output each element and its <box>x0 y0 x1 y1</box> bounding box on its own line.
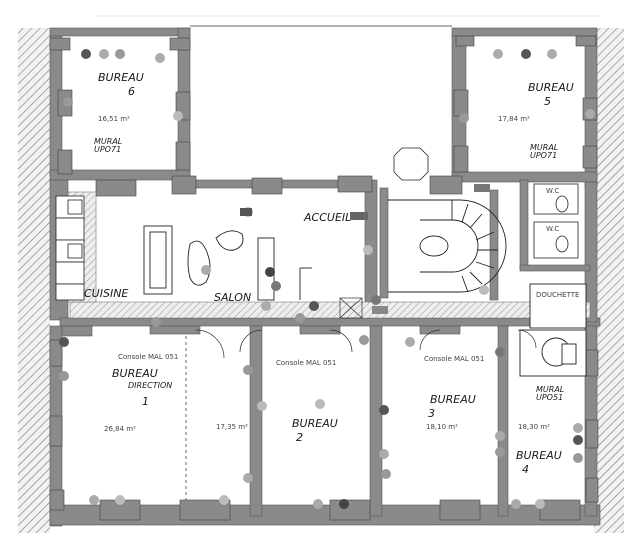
room-label-salon: SALON <box>214 291 252 304</box>
mural-label-bureau6: MURAL UPO71 <box>94 137 123 154</box>
room-label-bureau3: BUREAU <box>430 393 476 406</box>
console-label-bureau2: Console MAL 051 <box>276 359 337 367</box>
room-label-cuisine: CUISINE <box>84 287 129 300</box>
tag-marker <box>240 208 252 216</box>
mural-label-bureau4: MURAL UPO51 <box>536 385 565 402</box>
room-label-bureau2: BUREAU <box>292 417 338 430</box>
tag-marker <box>372 306 388 314</box>
left-exterior-wall <box>18 28 50 533</box>
markers <box>59 49 595 509</box>
salon-furniture <box>143 225 312 301</box>
room-area-bureau5: 17,84 m² <box>498 115 530 123</box>
room-label-bureau6: BUREAU <box>98 71 144 84</box>
spiral-staircase <box>388 199 507 293</box>
console-label-bureau1: Console MAL 051 <box>118 353 179 361</box>
room-area-bureau3: 18,10 m² <box>426 423 458 431</box>
room-area-bureau4: 18,30 m² <box>518 423 550 431</box>
kitchen-units <box>55 195 85 301</box>
room-label-accueil: ACCUEIL <box>304 211 352 224</box>
room-number-bureau1: 1 <box>142 395 149 408</box>
tag-marker <box>474 184 490 192</box>
room-label-wc1: W.C <box>546 187 560 195</box>
room-area-bureau6: 16,51 m² <box>98 115 130 123</box>
mural-label-bureau5: MURAL UPO71 <box>530 143 559 160</box>
room-area-bureau2: 17,35 m² <box>216 423 248 431</box>
room-number-bureau4: 4 <box>522 463 529 476</box>
room-label-bureau4: BUREAU <box>516 449 562 462</box>
room-label-bureau1: BUREAU <box>112 367 158 380</box>
console-label-bureau3: Console MAL 051 <box>424 355 485 363</box>
tag-marker <box>350 212 368 220</box>
douchette-block <box>519 283 587 377</box>
corridor-strip <box>69 301 591 319</box>
room-label-wc2: W.C <box>546 225 560 233</box>
room-area-bureau1: 26,84 m² <box>104 425 136 433</box>
room-number-bureau6: 6 <box>128 85 135 98</box>
room-number-bureau2: 2 <box>296 431 303 444</box>
pilasters <box>49 35 599 521</box>
room-number-bureau5: 5 <box>544 95 551 108</box>
room-label-bureau5: BUREAU <box>528 81 574 94</box>
right-exterior-wall <box>594 28 624 533</box>
octagon-lift <box>393 147 429 181</box>
room-number-bureau3: 3 <box>428 407 435 420</box>
room-label-douchette: DOUCHETTE <box>536 291 580 299</box>
wc-fixtures <box>533 183 579 259</box>
room-sub-bureau1: DIRECTION <box>128 381 173 390</box>
door-swings <box>195 297 537 359</box>
